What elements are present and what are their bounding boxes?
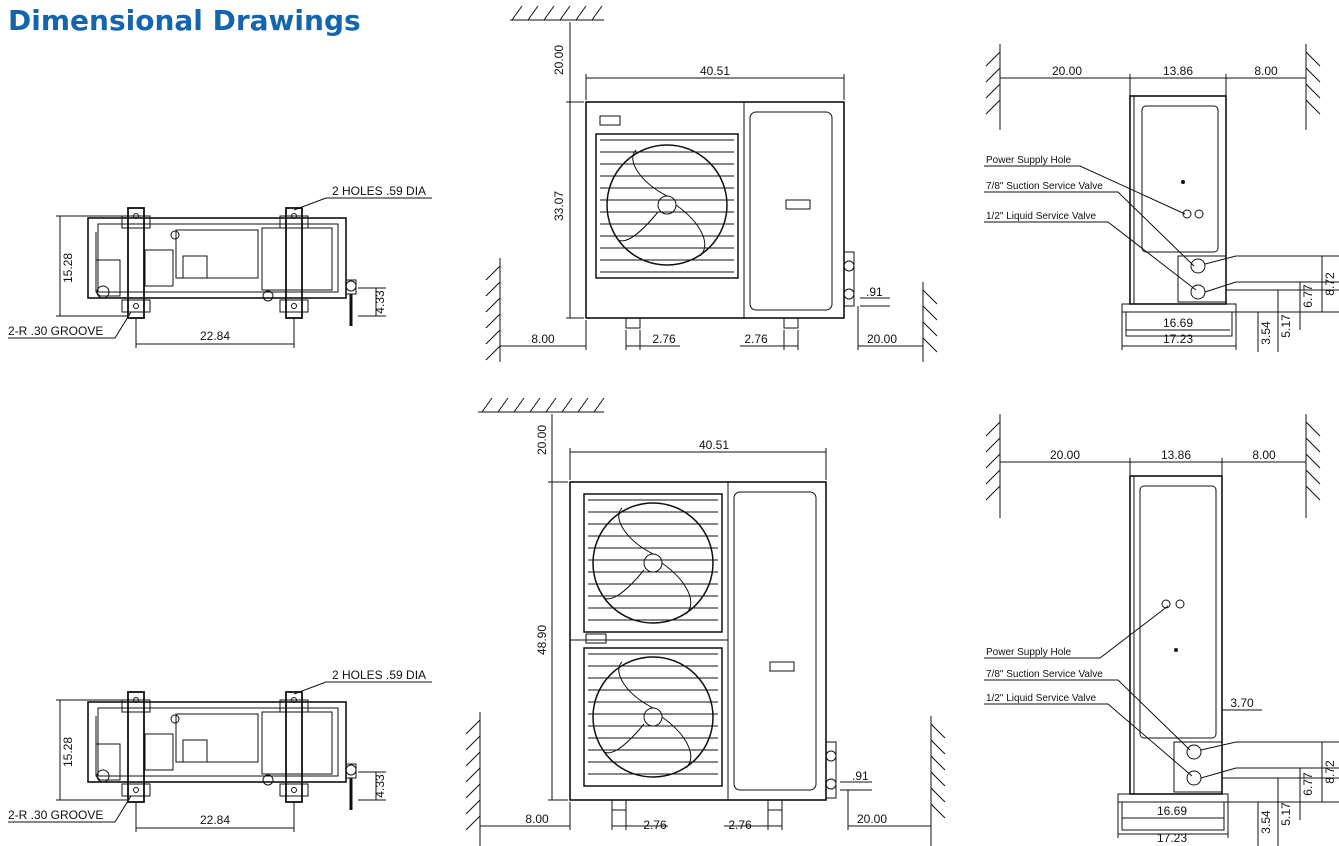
side-h872-label: 8.72 — [1323, 272, 1337, 296]
front-view-2: 40.51 20.00 48.90 8.00 2.76 2.76 20.00 .… — [465, 397, 946, 846]
front2-height-label: 48.90 — [535, 625, 549, 655]
front2-clear-left-label: 8.00 — [525, 812, 549, 826]
front2-foot-left-label: 2.76 — [643, 818, 667, 832]
side2-valve-proj-label: 3.70 — [1230, 696, 1254, 710]
top2-depth-label: 15.28 — [61, 737, 75, 767]
top-depth-label: 15.28 — [61, 253, 75, 283]
side-liquid-valve-label: 1/2" Liquid Service Valve — [986, 211, 1097, 222]
front-height-label: 33.07 — [552, 191, 566, 221]
front-view-1: 40.51 20.00 33.07 8.00 2.76 2.76 20.00 .… — [485, 5, 938, 362]
front2-foot-right-label: 2.76 — [728, 818, 752, 832]
top2-groove-label: 2-R .30 GROOVE — [8, 808, 103, 822]
front-foot-left-label: 2.76 — [652, 332, 676, 346]
side2-power-hole-label: Power Supply Hole — [986, 647, 1071, 658]
front2-clear-top-label: 20.00 — [535, 425, 549, 455]
side-depth-label: 13.86 — [1163, 64, 1193, 78]
front-clear-top-label: 20.00 — [552, 45, 566, 75]
front-clear-right-label: 20.00 — [867, 332, 897, 346]
side-base-inner-label: 16.69 — [1163, 316, 1193, 330]
side-h517-label: 5.17 — [1279, 314, 1293, 338]
top2-valve-height-label: 4.33 — [373, 774, 387, 798]
page-title: Dimensional Drawings — [8, 4, 361, 37]
side-h677-label: 6.77 — [1301, 284, 1315, 308]
top-groove-label: 2-R .30 GROOVE — [8, 324, 103, 338]
side-clear-back-label: 20.00 — [1052, 64, 1082, 78]
side2-h517-label: 5.17 — [1279, 802, 1293, 826]
front2-width-label: 40.51 — [699, 438, 729, 452]
side2-clear-front-label: 8.00 — [1252, 448, 1276, 462]
top2-span-label: 22.84 — [200, 813, 230, 827]
side2-h677-label: 6.77 — [1301, 772, 1315, 796]
side2-clear-back-label: 20.00 — [1050, 448, 1080, 462]
top-view-1: 15.28 22.84 4.33 2 HOLES .59 DIA 2-R .30… — [8, 184, 432, 348]
side-view-1: 20.00 13.86 8.00 Power Supply Hole 7/8" … — [984, 44, 1339, 352]
front-valve-offset-label: .91 — [866, 285, 883, 299]
top-span-label: 22.84 — [200, 329, 230, 343]
front2-clear-right-label: 20.00 — [857, 812, 887, 826]
side-h354-label: 3.54 — [1259, 321, 1273, 345]
side2-h354-label: 3.54 — [1259, 810, 1273, 834]
top2-holes-label: 2 HOLES .59 DIA — [332, 668, 426, 682]
side2-base-inner-label: 16.69 — [1157, 804, 1187, 818]
side-view-2: 20.00 13.86 8.00 3.70 Power Supply Hole … — [984, 414, 1339, 846]
front-foot-right-label: 2.76 — [744, 332, 768, 346]
top-view-2: 15.28 22.84 4.33 2 HOLES .59 DIA 2-R .30… — [8, 668, 432, 832]
front-width-label: 40.51 — [700, 64, 730, 78]
side2-h872-label: 8.72 — [1323, 760, 1337, 784]
front2-valve-offset-label: .91 — [852, 769, 869, 783]
front-clear-left-label: 8.00 — [531, 332, 555, 346]
top-holes-label: 2 HOLES .59 DIA — [332, 184, 426, 198]
side-suction-valve-label: 7/8" Suction Service Valve — [986, 181, 1103, 192]
side-base-outer-label: 17.23 — [1163, 332, 1193, 346]
side2-liquid-valve-label: 1/2" Liquid Service Valve — [986, 693, 1097, 704]
side2-base-outer-label: 17.23 — [1157, 831, 1187, 845]
side2-depth-label: 13.86 — [1161, 448, 1191, 462]
side-clear-front-label: 8.00 — [1254, 64, 1278, 78]
top-valve-height-label: 4.33 — [373, 290, 387, 314]
side-power-hole-label: Power Supply Hole — [986, 155, 1071, 166]
side2-suction-valve-label: 7/8" Suction Service Valve — [986, 669, 1103, 680]
